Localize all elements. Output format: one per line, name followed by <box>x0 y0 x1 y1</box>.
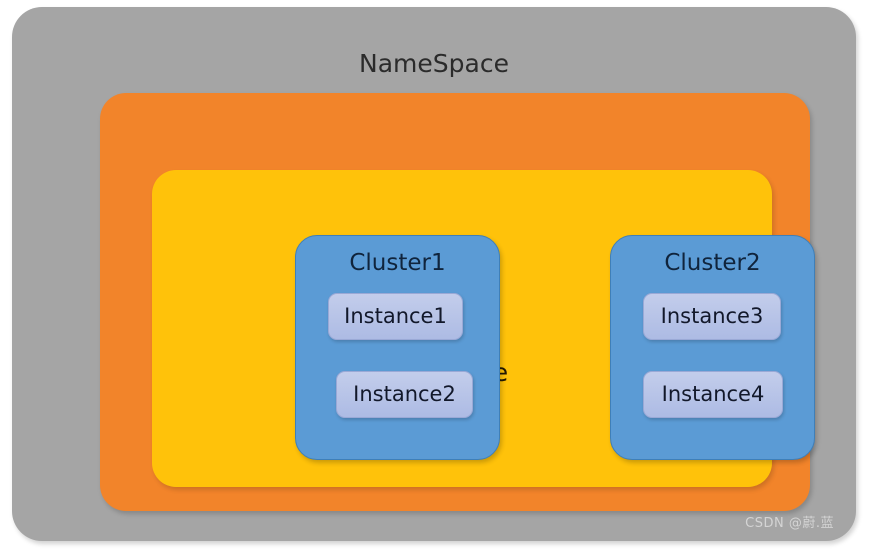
cluster-label-2: Cluster2 <box>664 250 761 276</box>
instance-chip-2: Instance2 <box>336 371 473 418</box>
instance-label-1: Instance1 <box>344 304 447 328</box>
watermark-text: CSDN @蔚.蓝 <box>745 516 834 531</box>
service-container: Service Cluster1 Instance1 Instance2 Clu… <box>152 170 815 487</box>
cluster-container-1: Cluster1 Instance1 Instance2 <box>295 235 500 460</box>
namespace-label: NameSpace <box>359 49 509 78</box>
group-container: Group Service Cluster1 Instance1 Instanc… <box>100 93 815 511</box>
instance-label-2: Instance2 <box>353 382 456 406</box>
instance-label-3: Instance3 <box>660 304 764 328</box>
namespace-container: NameSpace Group Service Cluster1 Instanc… <box>12 7 856 541</box>
instance-chip-3: Instance3 <box>643 293 781 340</box>
instance-chip-1: Instance1 <box>328 293 463 340</box>
instance-chip-4: Instance4 <box>643 371 783 418</box>
cluster-label-1: Cluster1 <box>349 250 446 276</box>
cluster-container-2: Cluster2 Instance3 Instance4 <box>610 235 815 460</box>
instance-label-4: Instance4 <box>661 382 765 406</box>
